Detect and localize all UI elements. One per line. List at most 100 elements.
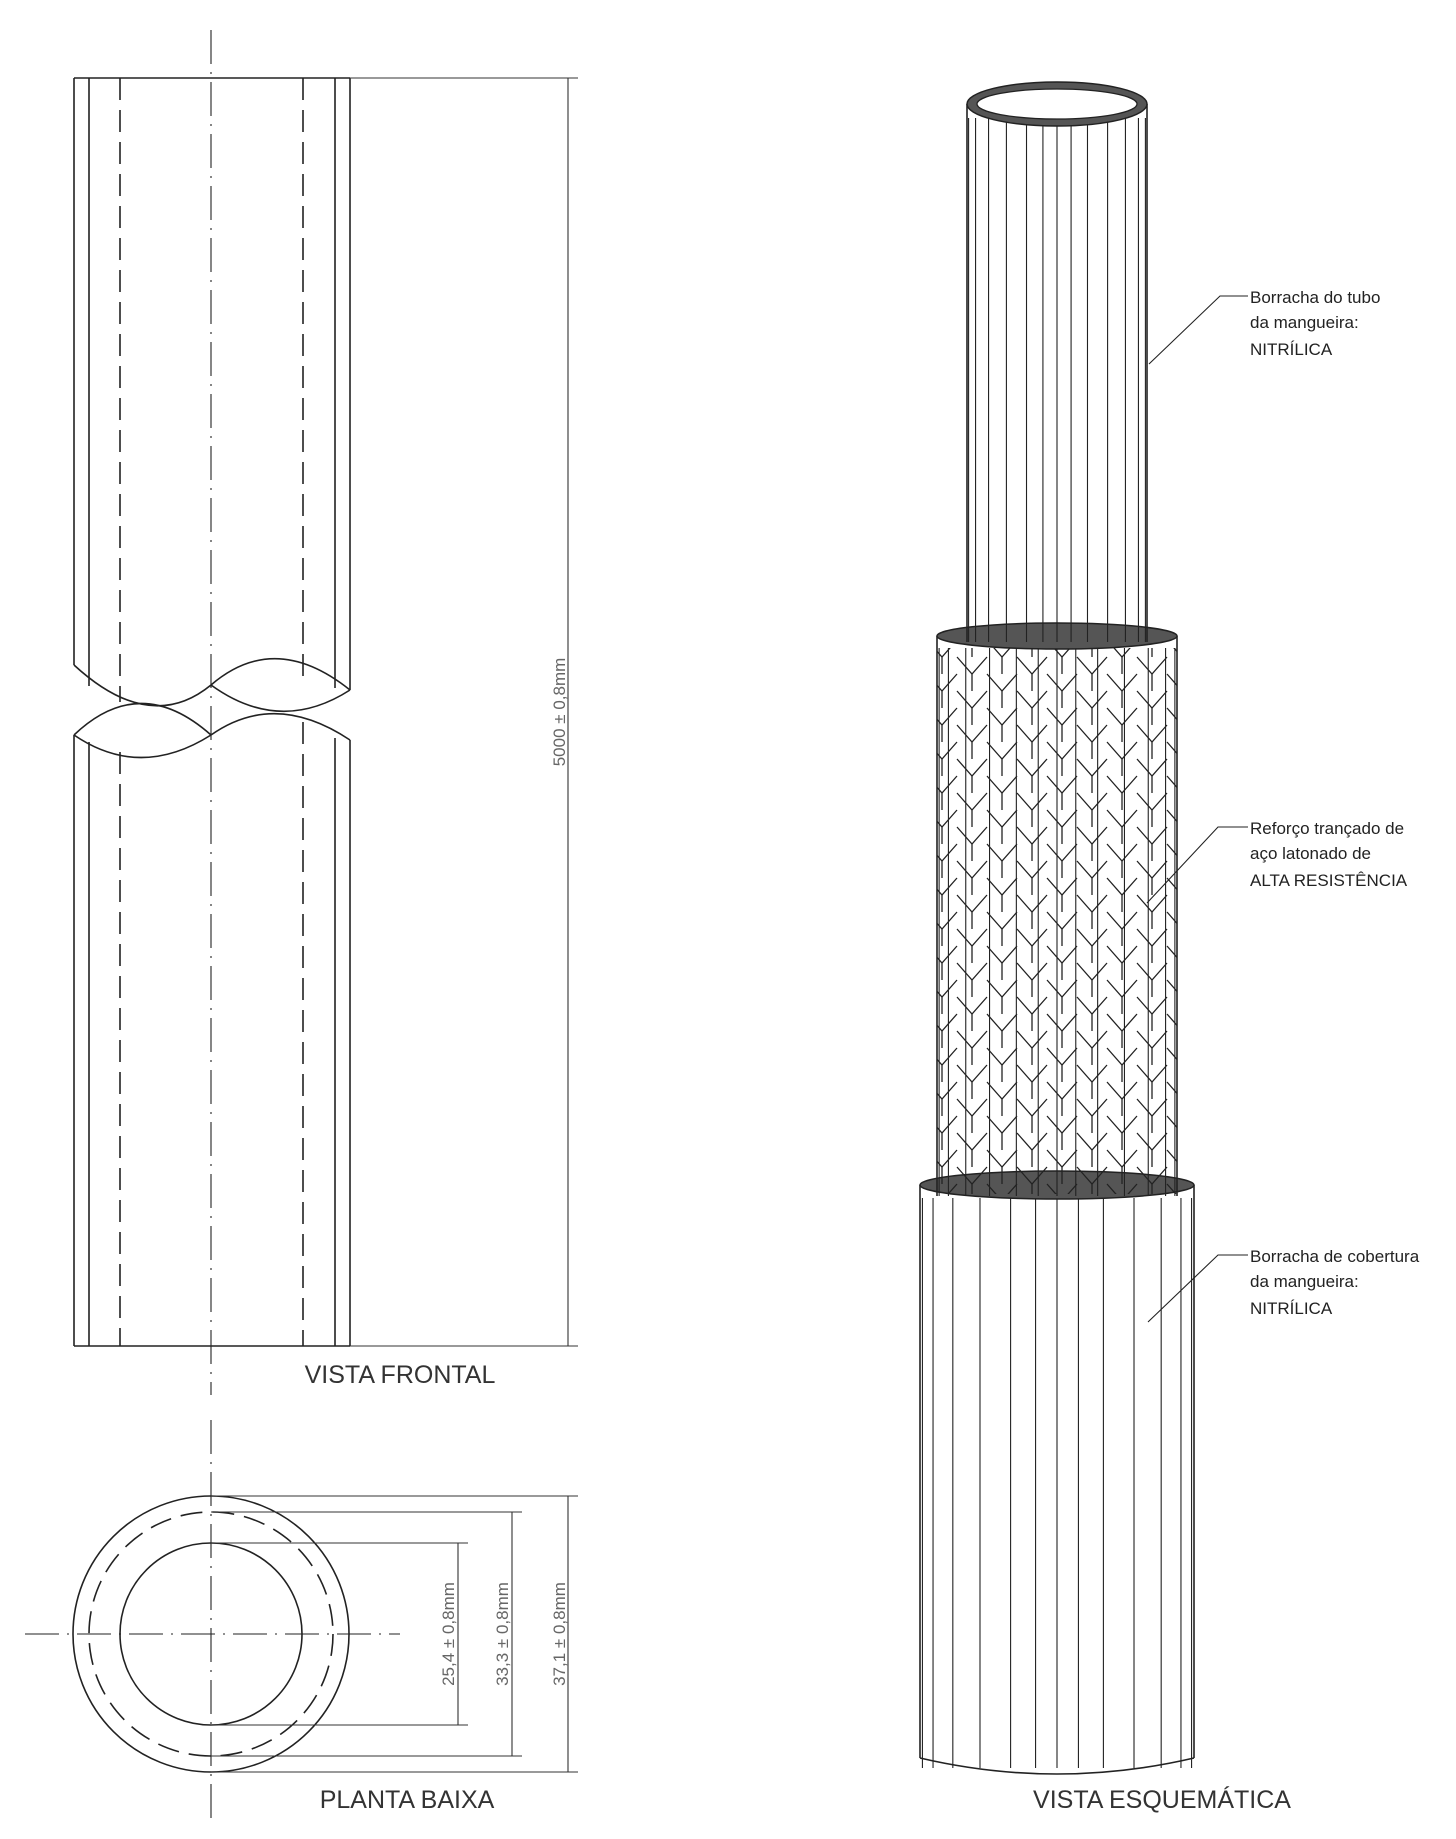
braid-chevron	[1076, 1030, 1108, 1049]
braid-chevron	[937, 775, 958, 794]
inner-diameter-label: 25,4 ± 0,8mm	[439, 1582, 458, 1686]
braid-chevron	[937, 741, 958, 760]
braid-chevron	[1077, 1235, 1107, 1252]
braid-chevron	[1017, 1269, 1047, 1286]
braid-chevron	[1076, 1098, 1108, 1117]
braid-chevron	[1076, 962, 1108, 981]
braid-chevron	[1197, 1201, 1227, 1218]
braid-chevron	[1166, 911, 1177, 925]
braid-chevron	[1076, 1064, 1108, 1083]
braid-chevron	[956, 928, 988, 947]
braid-chevron	[1076, 656, 1108, 675]
braid-chevron	[1106, 775, 1138, 794]
braid-chevron	[1107, 1218, 1137, 1235]
braid-chevron	[956, 996, 988, 1015]
braid-chevron	[1076, 996, 1108, 1015]
braid-chevron	[956, 792, 988, 811]
braid-chevron	[1136, 1098, 1168, 1117]
braid-chevron	[1046, 1183, 1078, 1194]
braid-chevron	[1197, 827, 1227, 844]
braid-chevron	[987, 606, 1017, 623]
braid-chevron	[987, 1218, 1017, 1235]
braid-chevron	[1197, 895, 1227, 912]
braid-chevron	[1016, 1064, 1048, 1083]
braid-chevron	[1106, 945, 1138, 964]
braid-chevron	[1136, 860, 1168, 879]
braid-layer	[936, 606, 1227, 1286]
braid-chevron	[1076, 690, 1108, 709]
braid-chevron	[1166, 1013, 1177, 1027]
braid-chevron	[1197, 861, 1227, 878]
reinforcement-note-line1: Reforço trançado de	[1250, 819, 1404, 838]
braid-chevron	[956, 894, 988, 913]
braid-chevron	[1136, 656, 1168, 675]
braid-chevron	[1197, 725, 1227, 742]
braid-chevron	[1197, 1031, 1227, 1048]
braid-chevron	[986, 809, 1018, 828]
braid-chevron	[956, 1030, 988, 1049]
braid-chevron	[957, 1235, 987, 1252]
braid-chevron	[1046, 673, 1078, 692]
braid-chevron	[1106, 1115, 1138, 1134]
braid-chevron	[1197, 691, 1227, 708]
braid-chevron	[1136, 928, 1168, 947]
plan-view-title: PLANTA BAIXA	[320, 1786, 495, 1814]
braid-chevron	[937, 945, 958, 964]
braid-chevron	[986, 877, 1018, 896]
braid-chevron	[1167, 1218, 1197, 1235]
braid-chevron	[1076, 894, 1108, 913]
braid-chevron	[1197, 759, 1227, 776]
reinforcement-note-line3: ALTA RESISTÊNCIA	[1250, 871, 1408, 890]
braid-chevron	[1197, 1065, 1227, 1082]
braid-chevron	[1016, 928, 1048, 947]
braid-chevron	[1106, 1149, 1138, 1168]
front-view: 5000 ± 0,8mm VISTA FRONTAL	[73, 30, 578, 1395]
braid-chevron	[1166, 809, 1177, 823]
braid-chevron	[1047, 1252, 1077, 1269]
braid-chevron	[956, 1132, 988, 1151]
braid-chevron	[1016, 1098, 1048, 1117]
braid-chevron	[1046, 809, 1078, 828]
braid-chevron	[956, 1064, 988, 1083]
braid-chevron	[1166, 1047, 1177, 1061]
braid-chevron	[986, 1081, 1018, 1100]
braid-chevron	[1076, 758, 1108, 777]
braid-chevron	[1046, 775, 1078, 794]
braid-chevron	[956, 860, 988, 879]
braid-chevron	[1077, 1201, 1107, 1218]
braid-chevron	[1016, 860, 1048, 879]
braid-chevron	[986, 1115, 1018, 1134]
braid-chevron	[1166, 1183, 1177, 1194]
braid-chevron	[1106, 843, 1138, 862]
length-dimension-label: 5000 ± 0,8mm	[550, 658, 569, 767]
braid-chevron	[1106, 673, 1138, 692]
braid-chevron	[1197, 793, 1227, 810]
braid-chevron	[937, 1149, 958, 1168]
braid-chevron	[956, 724, 988, 743]
braid-chevron	[1016, 792, 1048, 811]
braid-chevron	[937, 1081, 958, 1100]
braid-chevron	[947, 1183, 958, 1194]
braid-chevron	[1046, 843, 1078, 862]
braid-chevron	[986, 1149, 1018, 1168]
braid-chevron	[1197, 1235, 1227, 1252]
reinforcement-leader-line	[1146, 826, 1248, 904]
braid-chevron	[1076, 1132, 1108, 1151]
cover-layer	[919, 1170, 1195, 1775]
braid-chevron	[1137, 1235, 1167, 1252]
braid-chevron	[986, 843, 1018, 862]
braid-chevron	[986, 707, 1018, 726]
braid-chevron	[937, 911, 958, 930]
cover-note-line3: NITRÍLICA	[1250, 1299, 1333, 1318]
braid-chevron	[1106, 1047, 1138, 1066]
braid-chevron	[986, 673, 1018, 692]
braid-chevron	[937, 809, 958, 828]
braid-chevron	[1076, 928, 1108, 947]
plan-view: 37,1 ± 0,8mm 33,3 ± 0,8mm 25,4 ± 0,8mm P…	[25, 1420, 578, 1825]
braid-chevron	[1046, 979, 1078, 998]
braid-chevron	[1077, 1269, 1107, 1286]
tube-leader-line	[1148, 295, 1248, 365]
braid-chevron	[1106, 1081, 1138, 1100]
braid-chevron	[937, 673, 958, 692]
